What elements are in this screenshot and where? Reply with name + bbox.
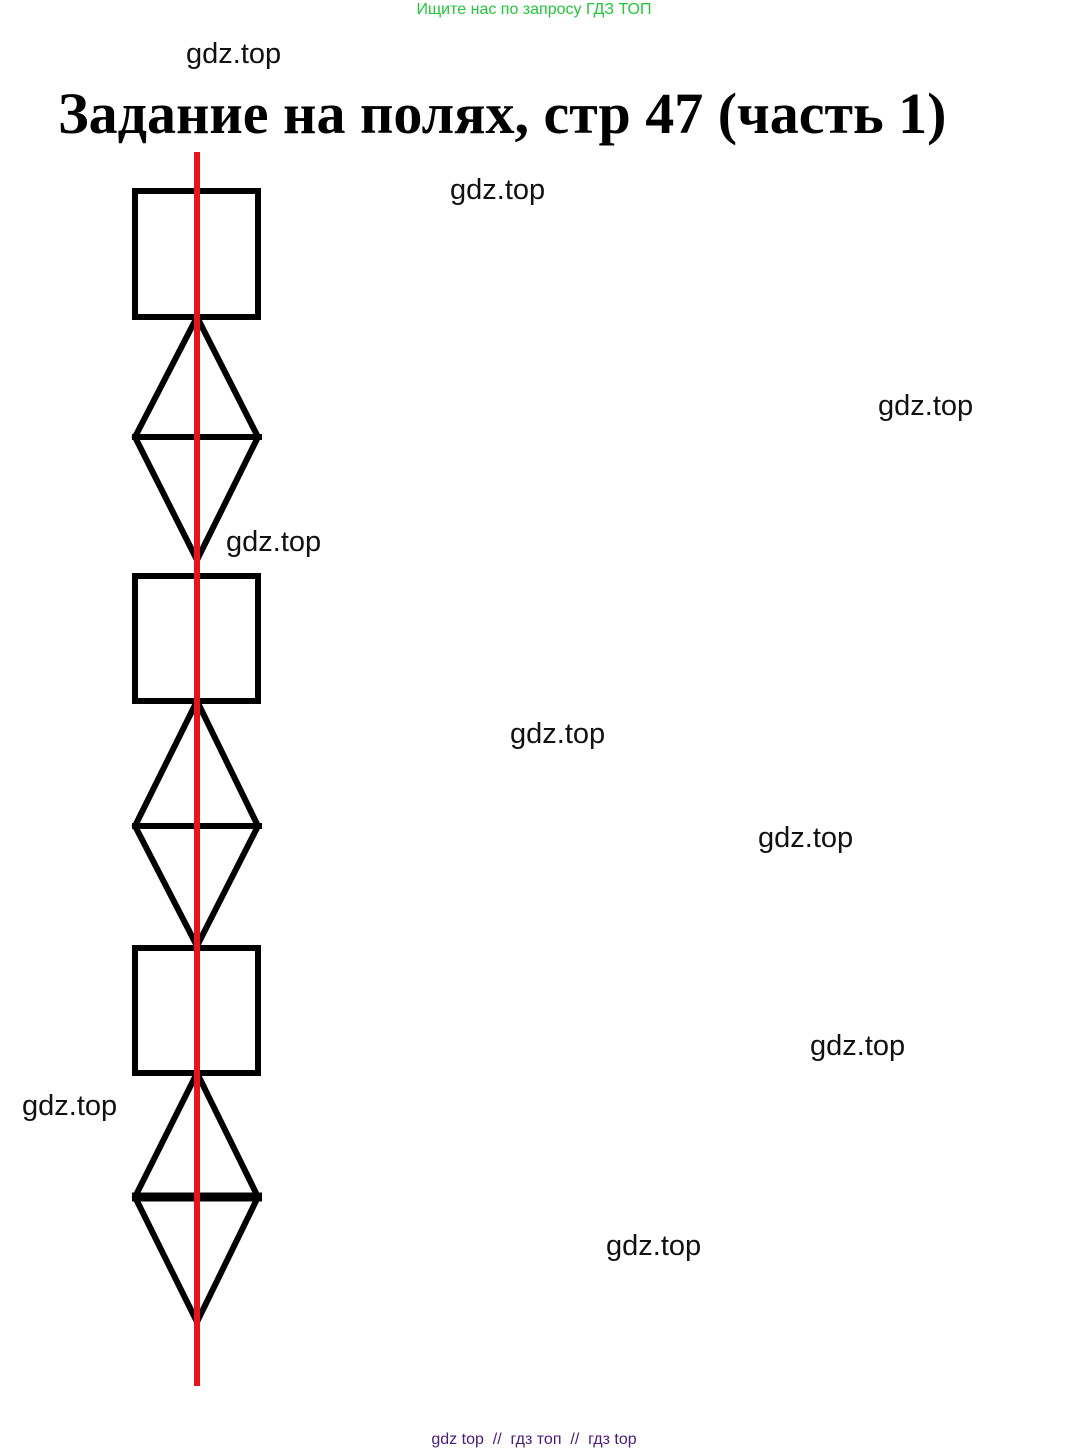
watermark: gdz.top [878, 390, 974, 422]
watermark: gdz.top [758, 822, 854, 854]
search-banner: Ищите нас по запросу ГДЗ ТОП [416, 1, 652, 18]
footer-text: gdz top // гдз топ // гдз top [0, 1431, 1068, 1449]
page-title: Задание на полях, стр 47 (часть 1) [58, 81, 947, 146]
watermark: gdz.top [186, 38, 282, 70]
watermark: gdz.top [810, 1030, 906, 1062]
watermark: gdz.top [606, 1230, 702, 1262]
watermark: gdz.top [226, 526, 322, 558]
watermark: gdz.top [22, 1090, 118, 1122]
watermark: gdz.top [450, 174, 546, 206]
watermark: gdz.top [510, 718, 606, 750]
footer-label: gdz top // гдз топ // гдз top [431, 1431, 637, 1448]
